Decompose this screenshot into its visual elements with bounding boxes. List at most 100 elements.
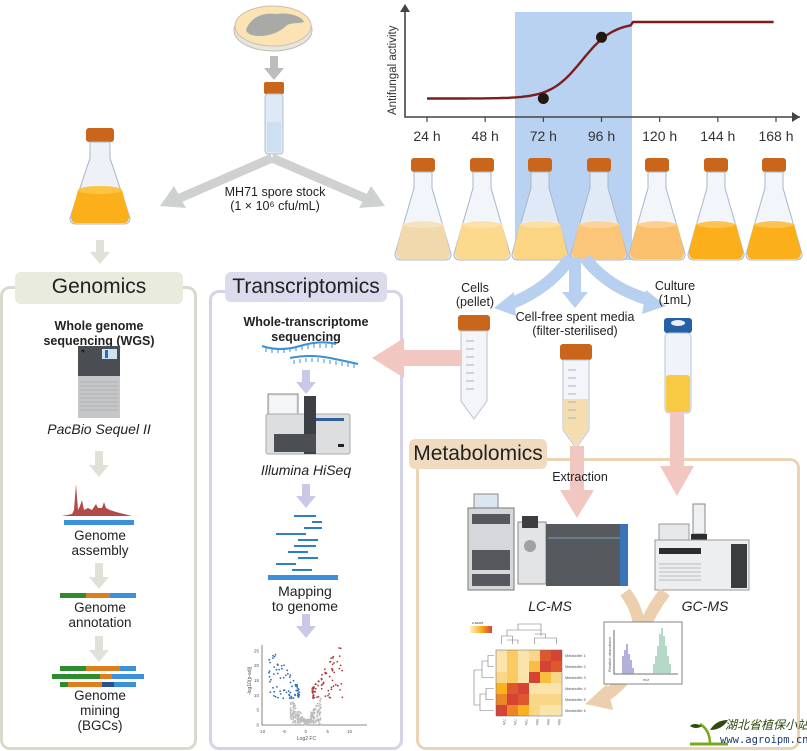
wgs-heading-line2: sequencing (WGS)	[43, 334, 155, 348]
flask-cap	[411, 158, 435, 172]
flask-liquid	[630, 221, 684, 259]
heatmap-cell	[540, 694, 551, 705]
volcano-point-ns	[300, 718, 303, 721]
volcano-point-ns	[301, 719, 304, 722]
flask-row	[394, 158, 807, 263]
volcano-point-ns	[309, 718, 312, 721]
volcano-point-up	[317, 680, 320, 683]
volcano-point-ns	[310, 713, 313, 715]
heatmap-cell	[529, 694, 540, 705]
metabolomics-panel	[416, 458, 800, 750]
volcano-point-up	[321, 673, 323, 676]
volcano-point-up	[341, 669, 344, 672]
volcano-point-down	[278, 668, 281, 671]
flask-cap	[762, 158, 786, 172]
volcano-point-down	[286, 672, 289, 675]
heatmap-cell	[551, 661, 562, 672]
volcano-point-ns	[320, 698, 322, 700]
volcano-point-ns	[289, 715, 292, 718]
volcano-x-tick: -10	[259, 729, 266, 734]
volcano-point-ns	[290, 703, 292, 706]
data-point-72h	[537, 93, 549, 104]
volcano-point-up	[317, 684, 319, 687]
volcano-point-ns	[308, 720, 311, 723]
heatmap-cell	[507, 705, 518, 716]
volcano-point-ns	[305, 719, 308, 721]
spectrum-y-label: Relative abundance	[607, 636, 612, 672]
annotation-label-line1: Genome	[74, 600, 126, 615]
volcano-point-up	[327, 694, 329, 697]
mining-label-line2: mining	[80, 703, 120, 718]
heatmap-cell	[507, 672, 518, 683]
liquid-surface	[520, 220, 560, 228]
volcano-point-ns	[314, 721, 316, 724]
heatmap-row-label: Metabolite 5	[565, 698, 586, 702]
culture-flask-24h	[394, 158, 452, 261]
culture-flask-120h	[628, 158, 686, 261]
volcano-point-down	[268, 658, 271, 661]
volcano-point-down	[279, 693, 282, 695]
volcano-x-label: Log2 FC	[297, 736, 317, 742]
volcano-y-tick: 10	[254, 693, 260, 698]
volcano-point-up	[330, 657, 332, 660]
volcano-point-ns	[299, 723, 302, 726]
split-arrows-icon	[160, 153, 385, 208]
volcano-point-up	[333, 671, 336, 674]
volcano-point-ns	[318, 722, 321, 725]
heatmap-cell	[496, 650, 507, 661]
liquid-surface	[754, 220, 794, 228]
spectrum-frame	[603, 621, 683, 685]
liquid-surface	[403, 220, 443, 228]
spectrum-axes	[613, 630, 678, 675]
flask-liquid	[747, 221, 801, 259]
volcano-point-ns	[299, 711, 301, 714]
volcano-point-down	[273, 666, 276, 669]
spore-stock-tube-icon	[264, 82, 284, 155]
volcano-point-ns	[312, 712, 315, 715]
volcano-point-up	[331, 679, 334, 682]
volcano-point-ns	[301, 716, 304, 718]
volcano-point-ns	[312, 721, 315, 724]
volcano-point-ns	[292, 718, 294, 721]
volcano-point-ns	[317, 718, 320, 721]
x-tick-label: 168 h	[758, 128, 793, 144]
volcano-point-down	[280, 664, 283, 667]
volcano-point-ns	[316, 702, 319, 705]
heatmap-cell	[496, 694, 507, 705]
volcano-point-down	[272, 654, 274, 657]
volcano-point-up	[324, 695, 327, 698]
volcano-point-up	[327, 689, 330, 692]
culture-flask-168h	[745, 158, 803, 261]
volcano-point-up	[328, 675, 331, 678]
culture-flask-96h	[569, 158, 628, 261]
volcano-point-up	[312, 694, 315, 696]
assembly-label-line2: assembly	[71, 543, 129, 558]
volcano-point-ns	[296, 711, 299, 713]
volcano-point-ns	[290, 717, 293, 720]
culture-sublabel: (1mL)	[658, 293, 692, 307]
volcano-point-ns	[289, 708, 292, 711]
volcano-point-ns	[313, 715, 315, 718]
y-axis-arrowhead	[400, 4, 410, 12]
volcano-point-ns	[319, 707, 322, 709]
volcano-point-ns	[306, 722, 309, 725]
heatmap-cell	[551, 683, 562, 694]
metabolomics-title: Metabolomics	[409, 439, 547, 469]
volcano-point-ns	[316, 715, 319, 718]
volcano-point-down	[269, 680, 271, 683]
volcano-y-tick: 15	[254, 678, 260, 683]
volcano-point-ns	[294, 722, 297, 724]
heatmap-border	[495, 649, 563, 717]
wgs-heading-line1: Whole genome	[54, 319, 144, 333]
flask-liquid	[396, 221, 450, 259]
volcano-point-ns	[320, 723, 322, 726]
volcano-point-down	[296, 689, 299, 692]
volcano-point-down	[279, 690, 281, 693]
culture-flask-72h	[511, 158, 569, 261]
lc-ms-label: LC-MS	[528, 598, 572, 614]
volcano-point-ns	[319, 718, 322, 721]
heatmap-cell	[529, 661, 540, 672]
sprout-logo-icon	[690, 720, 728, 746]
volcano-point-down	[275, 668, 278, 671]
flask-liquid	[688, 221, 743, 259]
